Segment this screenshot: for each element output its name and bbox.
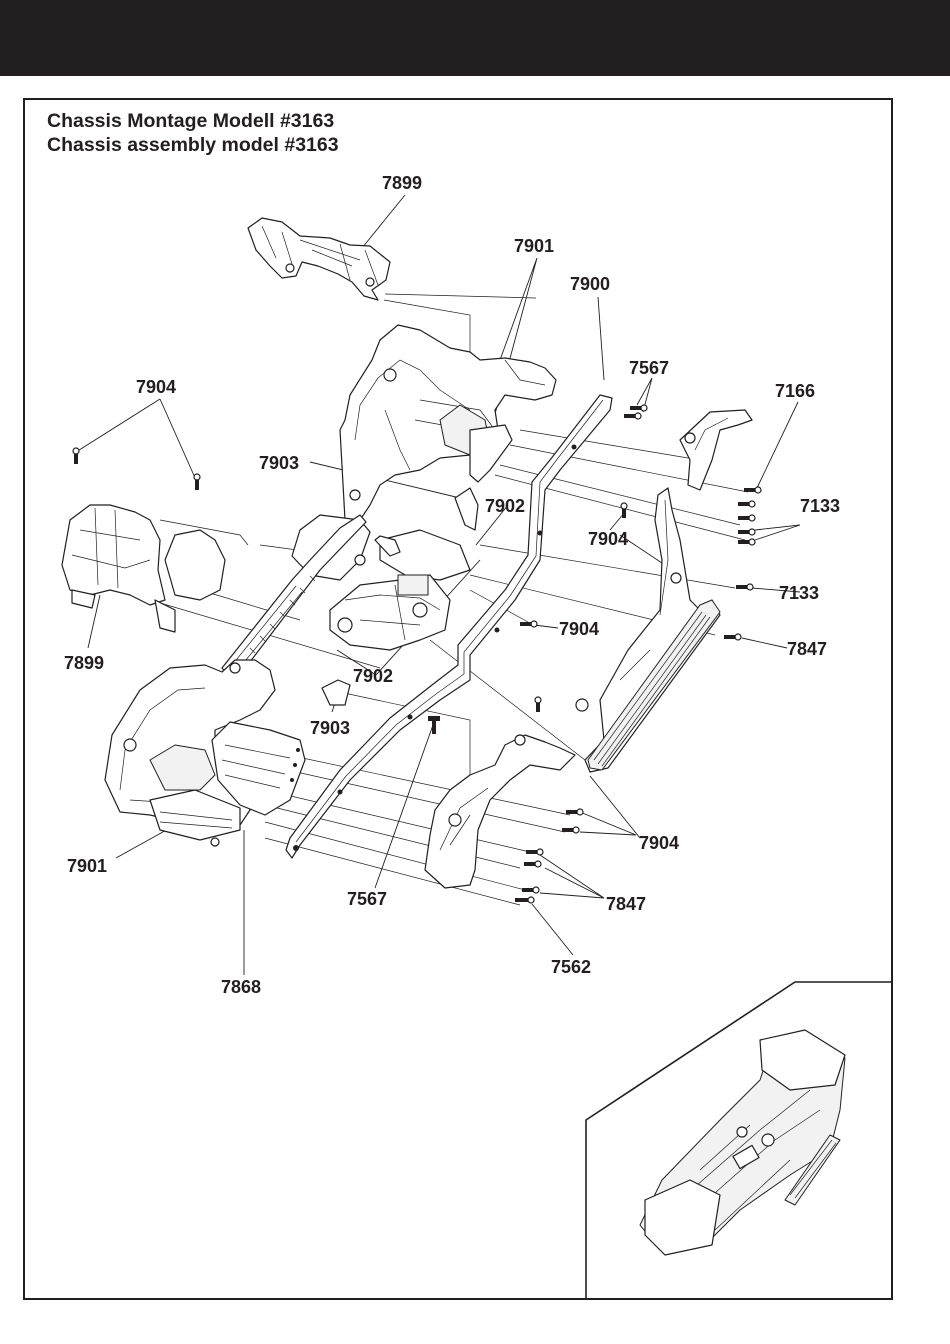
screw-7567-top-2 — [624, 413, 641, 419]
callout-7899-top: 7899 — [382, 173, 422, 193]
screw-7904-bottom-a — [566, 809, 583, 815]
callout-7903-top: 7903 — [259, 453, 299, 473]
callout-7166: 7166 — [775, 381, 815, 401]
part-7903-mid-bracket — [322, 680, 350, 705]
callout-7868: 7868 — [221, 977, 261, 997]
screw-7133-d — [738, 539, 755, 545]
screw-7133-c — [738, 529, 755, 535]
screw-7847-a — [724, 634, 741, 640]
callout-7133-b: 7133 — [779, 583, 819, 603]
part-center-transmission — [292, 515, 470, 650]
callout-7899-left: 7899 — [64, 653, 104, 673]
screw-7847-b1 — [526, 849, 543, 855]
screw-7133-b — [738, 515, 755, 521]
callout-7904-right: 7904 — [559, 619, 599, 639]
callout-7562: 7562 — [551, 957, 591, 977]
callout-7567-top: 7567 — [629, 358, 669, 378]
screw-7567-top-1 — [630, 405, 647, 411]
part-7899-top — [248, 218, 390, 300]
callout-7904-mid: 7904 — [588, 529, 628, 549]
part-7903-top-bracket — [455, 488, 478, 530]
callout-7901-bottom: 7901 — [67, 856, 107, 876]
screw-7904-mid — [520, 621, 537, 627]
screw-7133-e — [736, 584, 753, 590]
callout-7904-bottom: 7904 — [639, 833, 679, 853]
part-7899-left — [62, 505, 248, 632]
callout-7901-top: 7901 — [514, 236, 554, 256]
screw-7166 — [744, 487, 761, 493]
assembled-view-inset — [586, 982, 893, 1300]
part-7901-rear-body — [340, 325, 556, 520]
callout-7902-mid: 7902 — [353, 666, 393, 686]
part-7166-bracket — [680, 410, 752, 490]
callout-7847-b: 7847 — [606, 894, 646, 914]
screw-7133-a — [738, 501, 755, 507]
screw-7567-bottom — [428, 716, 440, 734]
callout-7904-left: 7904 — [136, 377, 176, 397]
callout-7902-top: 7902 — [485, 496, 525, 516]
screw-7562 — [515, 897, 534, 903]
screw-7904-left-b — [194, 474, 200, 490]
screw-7904-left-a — [73, 448, 79, 464]
callout-7567-bottom: 7567 — [347, 889, 387, 909]
screw-7847-b3 — [522, 887, 539, 893]
screw-7847-b2 — [524, 861, 541, 867]
callout-7847-a: 7847 — [787, 639, 827, 659]
callout-7900: 7900 — [570, 274, 610, 294]
callout-7903-mid: 7903 — [310, 718, 350, 738]
screw-misc-right — [535, 697, 541, 712]
callout-7133-a: 7133 — [800, 496, 840, 516]
